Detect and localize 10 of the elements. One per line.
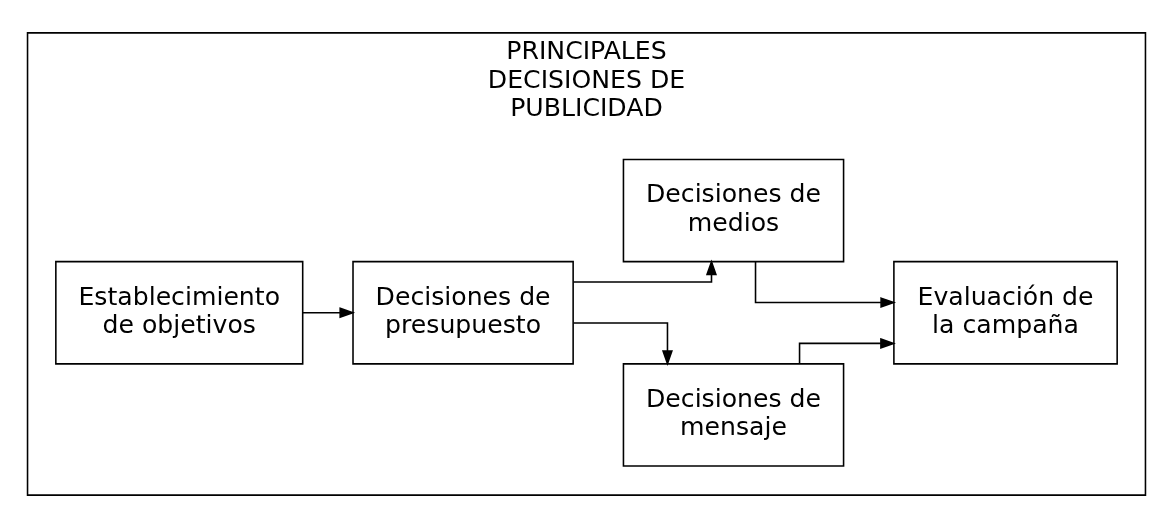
node-box: Decisiones de mensaje [622, 363, 845, 467]
arrow [302, 307, 356, 319]
arrow [798, 337, 896, 365]
arrow [572, 322, 673, 366]
node-box: Evaluación de la campaña [893, 260, 1118, 365]
node-box: Decisiones de medios [622, 158, 845, 263]
arrow [754, 261, 897, 309]
arrow [572, 259, 717, 283]
node-box: Decisiones de presupuesto [352, 260, 574, 365]
node-box: Establecimiento de objetivos [55, 260, 304, 365]
